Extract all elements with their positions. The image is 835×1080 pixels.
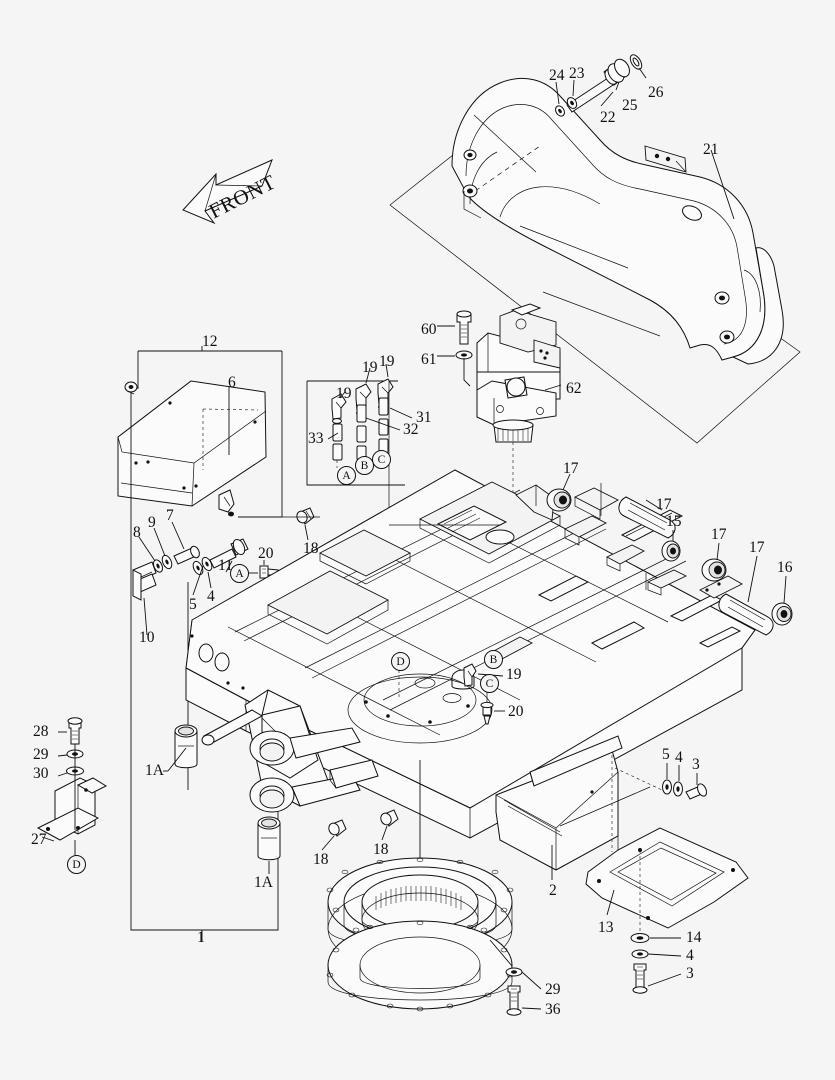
bracket-27-assembly bbox=[36, 717, 108, 855]
callout-28: 28 bbox=[33, 723, 49, 740]
floor-plate-13 bbox=[585, 763, 749, 994]
drain-plug-group bbox=[296, 507, 399, 851]
callout-25: 25 bbox=[622, 97, 638, 114]
hinge-hardware-group bbox=[130, 521, 350, 942]
callout-1a-a: 1A bbox=[145, 762, 164, 779]
callout-4-c: 4 bbox=[686, 947, 694, 964]
frame-fitting-markers bbox=[398, 663, 505, 725]
callout-5-b: 5 bbox=[662, 746, 670, 763]
marker-a-1-label: A bbox=[342, 469, 351, 482]
callout-17-c: 17 bbox=[711, 526, 727, 543]
callout-1: 1 bbox=[197, 929, 205, 946]
callout-19-c: 19 bbox=[379, 353, 395, 370]
callout-10: 10 bbox=[139, 629, 155, 646]
callout-23: 23 bbox=[569, 65, 585, 82]
cover-grommet-group bbox=[546, 473, 793, 636]
callout-19-a: 19 bbox=[336, 385, 352, 402]
callout-29-b: 29 bbox=[545, 981, 561, 998]
callout-26: 26 bbox=[648, 84, 664, 101]
callout-4-a: 4 bbox=[207, 588, 215, 605]
callout-6: 6 bbox=[228, 374, 236, 391]
hood-panel-assembly bbox=[117, 346, 283, 660]
callout-36: 36 bbox=[545, 1001, 561, 1018]
marker-c-1-label: C bbox=[377, 453, 386, 466]
callout-2: 2 bbox=[549, 882, 557, 899]
callout-60: 60 bbox=[421, 321, 437, 338]
callout-62: 62 bbox=[566, 380, 582, 397]
marker-c-1: C bbox=[372, 450, 391, 469]
marker-d-1-label: D bbox=[396, 655, 405, 668]
marker-c-2-label: C bbox=[485, 677, 494, 690]
callout-15: 15 bbox=[666, 513, 682, 530]
callout-19-b: 19 bbox=[362, 359, 378, 376]
callout-8: 8 bbox=[133, 524, 141, 541]
callout-18-a: 18 bbox=[303, 540, 319, 557]
callout-9: 9 bbox=[148, 514, 156, 531]
callout-20-b: 20 bbox=[508, 703, 524, 720]
callout-7: 7 bbox=[166, 507, 174, 524]
callout-11: 11 bbox=[218, 557, 233, 574]
front-direction-arrow bbox=[182, 159, 273, 225]
callout-3-b: 3 bbox=[686, 965, 694, 982]
callout-29-a: 29 bbox=[33, 746, 49, 763]
hood-hinge-pin-hardware bbox=[555, 54, 735, 220]
hose-fitting-group bbox=[306, 363, 413, 525]
callout-21: 21 bbox=[703, 141, 719, 158]
callout-5-a: 5 bbox=[189, 596, 197, 613]
marker-b-2-label: B bbox=[489, 653, 498, 666]
callout-16: 16 bbox=[777, 559, 793, 576]
slewing-ring-bearing bbox=[326, 760, 542, 1016]
callout-32: 32 bbox=[403, 421, 419, 438]
callout-18-c: 18 bbox=[373, 841, 389, 858]
callout-20-a: 20 bbox=[258, 545, 274, 562]
callout-24: 24 bbox=[549, 67, 565, 84]
boom-bushing-group bbox=[163, 724, 281, 874]
callout-17-b: 17 bbox=[656, 496, 672, 513]
callout-27: 27 bbox=[31, 831, 47, 848]
callout-19-d: 19 bbox=[506, 666, 522, 683]
callout-13: 13 bbox=[598, 919, 614, 936]
upper-main-frame bbox=[185, 469, 756, 839]
callout-12: 12 bbox=[202, 333, 218, 350]
engine-hood-cowl bbox=[389, 77, 801, 444]
marker-a-2: A bbox=[230, 564, 249, 583]
callout-3-a: 3 bbox=[692, 756, 700, 773]
callout-61: 61 bbox=[421, 351, 437, 368]
marker-d-2-label: D bbox=[72, 858, 81, 871]
marker-d-1: D bbox=[391, 652, 410, 671]
callout-17-a: 17 bbox=[563, 460, 579, 477]
marker-b-2: B bbox=[484, 650, 503, 669]
marker-d-2: D bbox=[67, 855, 86, 874]
callout-18-b: 18 bbox=[313, 851, 329, 868]
side-cover-panel-2 bbox=[495, 735, 651, 880]
callout-22: 22 bbox=[600, 109, 616, 126]
callout-1a-b: 1A bbox=[254, 874, 273, 891]
marker-b-1-label: B bbox=[360, 459, 369, 472]
callout-31: 31 bbox=[416, 409, 432, 426]
callout-4-b: 4 bbox=[675, 749, 683, 766]
control-valve-assembly bbox=[437, 303, 562, 515]
callout-30: 30 bbox=[33, 765, 49, 782]
callout-33: 33 bbox=[308, 430, 324, 447]
marker-c-2: C bbox=[480, 674, 499, 693]
callout-17-d: 17 bbox=[749, 539, 765, 556]
marker-a-2-label: A bbox=[235, 567, 244, 580]
callout-14: 14 bbox=[686, 929, 702, 946]
marker-a-1: A bbox=[337, 466, 356, 485]
